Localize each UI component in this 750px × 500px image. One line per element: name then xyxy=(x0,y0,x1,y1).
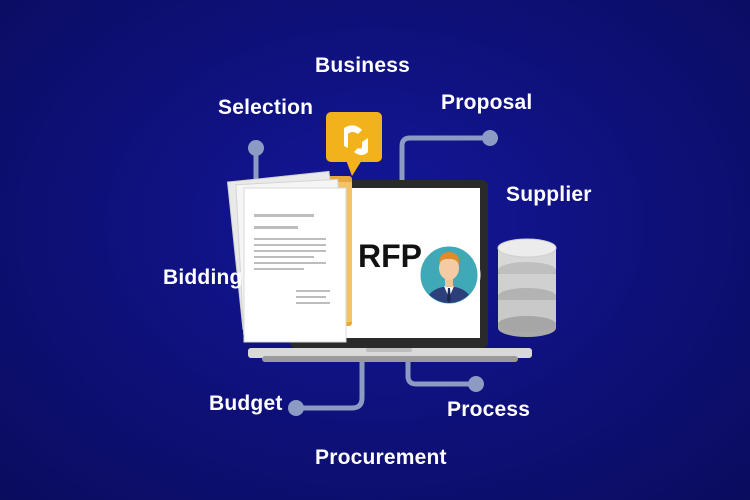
budget-dot xyxy=(288,400,304,416)
label-bidding: Bidding xyxy=(163,266,243,289)
label-budget: Budget xyxy=(209,392,283,415)
label-procurement: Procurement xyxy=(315,446,447,469)
documents-icon xyxy=(226,170,347,343)
label-proposal: Proposal xyxy=(441,91,533,114)
label-process: Process xyxy=(447,398,531,421)
rfp-screen-text: RFP xyxy=(358,238,422,274)
budget-connector xyxy=(295,357,365,411)
proposal-dot xyxy=(482,130,498,146)
person-avatar-icon xyxy=(417,243,481,307)
process-connector xyxy=(405,357,477,387)
label-supplier: Supplier xyxy=(506,183,592,206)
proposal-connector xyxy=(399,135,491,185)
connector-dots xyxy=(248,130,498,416)
chat-bubble-icon xyxy=(326,112,382,176)
process-dot xyxy=(468,376,484,392)
label-selection: Selection xyxy=(218,96,314,119)
label-business: Business xyxy=(315,54,410,77)
selection-dot xyxy=(248,140,264,156)
database-icon xyxy=(497,238,557,337)
